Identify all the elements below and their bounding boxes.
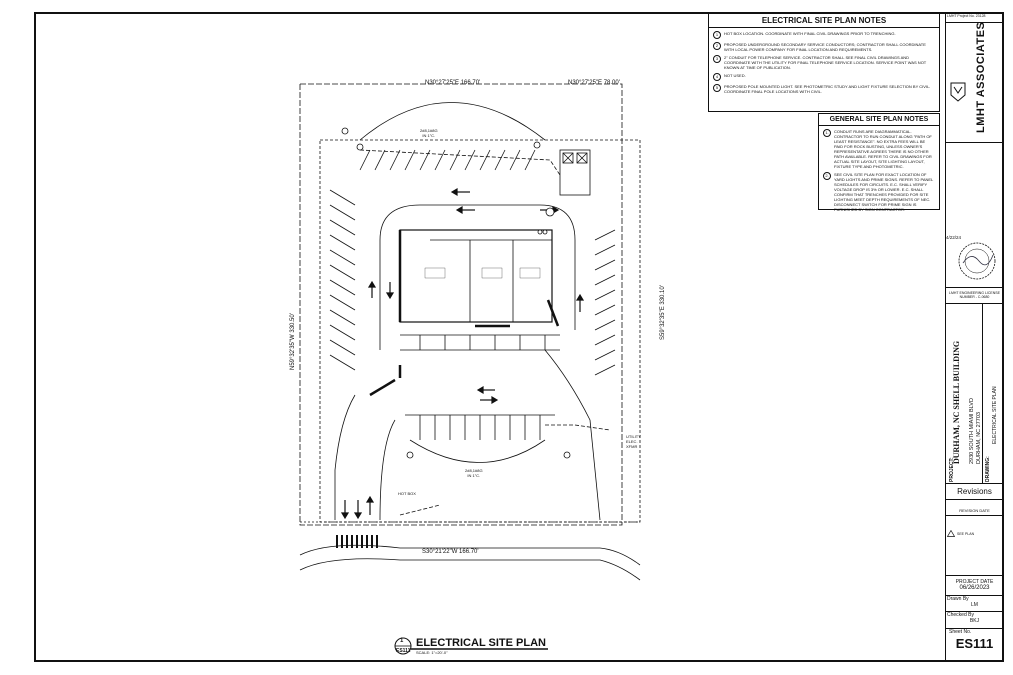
license-text: LMHT ENGINEERING LICENSE NUMBER - C-0680	[949, 291, 1000, 299]
bearing-left: N59°32'35"W 330.50'	[290, 313, 296, 370]
project-date-cell: PROJECT DATE 06/26/2023	[945, 575, 1004, 595]
electrical-note-text: NOT USED.	[724, 73, 746, 78]
electrical-note-text: 2" CONDUIT FOR TELEPHONE SERVICE. CONTRA…	[724, 55, 927, 70]
sheet-number: ES111	[955, 636, 994, 651]
revision-delta-icon	[947, 530, 955, 537]
detail-sheet-ref: ES111	[396, 648, 411, 654]
general-notes-list: 1.CONDUIT RUNS ARE DIAGRAMMATICAL. CONTR…	[819, 129, 939, 212]
electrical-note-number: 3	[713, 55, 721, 63]
electrical-notes-title: ELECTRICAL SITE PLAN NOTES	[709, 14, 939, 28]
project-name: DURHAM, NC SHELL BUILDING	[952, 340, 961, 464]
traffic-arrows	[340, 187, 585, 520]
parking-stalls-top	[359, 149, 536, 171]
drawn-by-cell: Drawn By LM	[945, 595, 1004, 611]
checked-by-label: Checked By	[947, 612, 974, 618]
titleblock-divider	[982, 303, 983, 483]
general-note: 2.SEE CIVIL SITE PLAN FOR EXACT LOCATION…	[823, 172, 935, 212]
electrical-note-text: PROPOSED UNDERGROUND SECONDARY SERVICE C…	[724, 42, 926, 52]
sheet-no-cell: Sheet No. ES111	[945, 628, 1004, 662]
crosswalk-stripes	[336, 535, 378, 548]
bearing-right: S59°32'35"E 330.10'	[660, 285, 666, 340]
drawing-name: ELECTRICAL SITE PLAN	[992, 386, 998, 444]
general-note-number: 1.	[823, 129, 831, 137]
project-no: LMHT Project No. 23128	[947, 14, 986, 18]
road-curve	[299, 544, 641, 566]
engineer-seal	[958, 242, 996, 280]
electrical-note-text: HOT BOX LOCATION. COORDINATE WITH FINAL …	[724, 31, 896, 36]
conduit-label-south: 2#8,1#8G IN 1"C.	[465, 468, 483, 478]
bearing-top-right: N30°27'25"E 78.00'	[568, 80, 620, 86]
revisions-title: Revisions	[957, 487, 992, 496]
parking-stalls-left	[329, 189, 356, 371]
drawn-by: LM	[971, 602, 978, 608]
title-block	[945, 12, 1004, 662]
bearing-bottom: S30°21'22"W 166.70'	[422, 549, 479, 555]
parking-stalls-right	[594, 229, 616, 376]
general-note: 1.CONDUIT RUNS ARE DIAGRAMMATICAL. CONTR…	[823, 129, 935, 169]
sheet-no-label: Sheet No.	[949, 629, 972, 635]
electrical-note-number: 4	[713, 73, 721, 81]
property-line	[299, 83, 623, 526]
revision-entry: SEE PLAN	[945, 516, 1004, 537]
electrical-note-number: 1	[713, 31, 721, 39]
transformer-pad	[559, 149, 591, 196]
general-notes-title: GENERAL SITE PLAN NOTES	[819, 114, 939, 126]
electrical-note-number: 5	[713, 84, 721, 92]
general-note-number: 2.	[823, 172, 831, 180]
firm-cell: LMHT ASSOCIATES	[945, 22, 1004, 142]
electrical-note-number: 2	[713, 42, 721, 50]
project-date-label: PROJECT DATE	[955, 579, 994, 585]
revisions-header: Revisions	[945, 483, 1004, 499]
conduit-run	[359, 149, 561, 176]
light-coverage-arc-top	[359, 102, 546, 141]
project-cell: PROJECT: DURHAM, NC SHELL BUILDING 2930 …	[945, 303, 1004, 483]
revision-text: SEE PLAN	[957, 531, 975, 536]
utility-xfmr-label: UTILITY ELEC. XFMR	[626, 434, 641, 449]
hot-box-label: HOT BOX	[398, 491, 416, 496]
project-date: 06/26/2023	[959, 585, 990, 591]
front-curb-stalls	[400, 334, 560, 351]
general-note-text: SEE CIVIL SITE PLAN FOR EXACT LOCATION O…	[834, 172, 934, 212]
parking-stalls-bottom	[405, 414, 555, 440]
firm-name: LMHT ASSOCIATES	[975, 21, 987, 133]
bearing-top-left: N30°27'25"E 166.70'	[425, 80, 481, 86]
drawing-label: DRAWING:	[985, 456, 991, 482]
checked-by: BKJ	[969, 618, 980, 624]
parking-lot-outline	[319, 139, 641, 523]
general-note-text: CONDUIT RUNS ARE DIAGRAMMATICAL. CONTRAC…	[834, 129, 932, 169]
drawing-sheet-border	[34, 12, 1004, 662]
plan-scale: SCALE: 1"=20'-0"	[416, 650, 448, 655]
electrical-note-text: PROPOSED POLE MOUNTED LIGHT. SEE PHOTOME…	[724, 84, 931, 94]
conduit-label: 2#8,1#8G IN 1"C.	[420, 128, 438, 138]
firm-logo	[950, 82, 966, 102]
light-coverage-arc-bottom	[409, 439, 546, 463]
seal-cell: 4/22/24	[945, 142, 1004, 287]
light-pole-symbols	[341, 127, 571, 459]
revision-date-label: REVISION DATE	[959, 508, 990, 513]
revision-date-row: REVISION DATE	[945, 499, 1004, 515]
seal-date: 4/22/24	[946, 235, 962, 240]
general-notes-box: GENERAL SITE PLAN NOTES 1.CONDUIT RUNS A…	[818, 113, 940, 212]
detail-number: 1	[400, 638, 404, 644]
drawn-by-label: Drawn By	[947, 596, 969, 602]
plan-title: ELECTRICAL SITE PLAN	[416, 637, 546, 649]
checked-by-cell: Checked By BKJ	[945, 611, 1004, 628]
building-outline	[399, 229, 553, 323]
project-address-1: 2930 SOUTH MIAMI BLVD	[969, 398, 975, 464]
revision-entry-row: SEE PLAN	[945, 515, 1004, 575]
license-cell: LMHT ENGINEERING LICENSE NUMBER - C-0680	[945, 287, 1004, 303]
